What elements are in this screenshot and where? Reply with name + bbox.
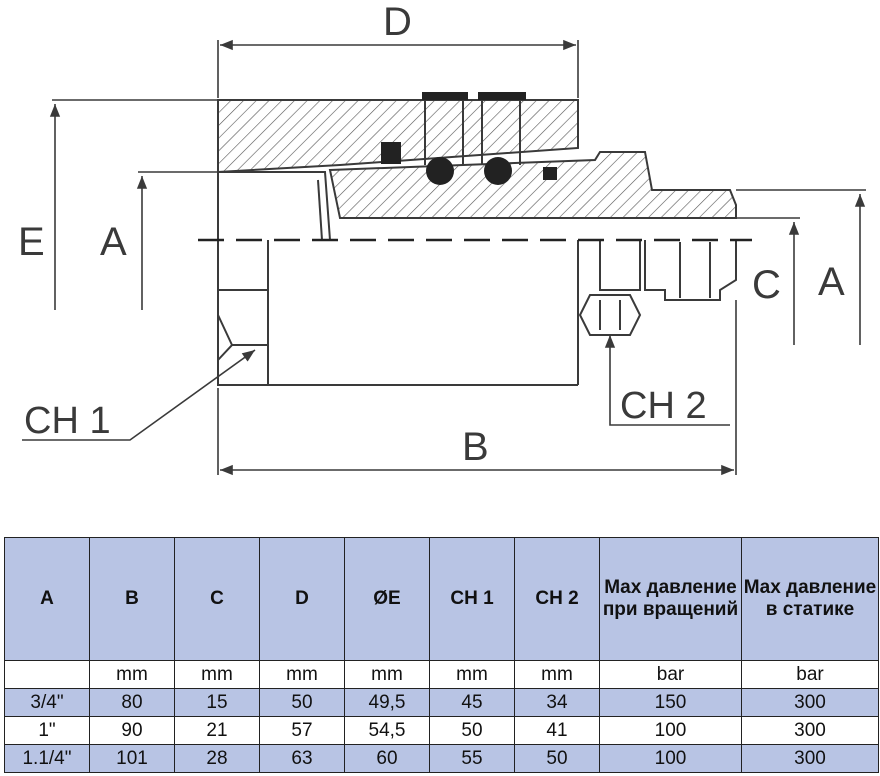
unit-cell: mm: [514, 660, 600, 689]
table-cell: 1": [4, 716, 90, 745]
unit-cell: bar: [741, 660, 879, 689]
header-cell: A: [4, 537, 90, 661]
dimension-lines: [22, 39, 866, 476]
table-cell: 50: [259, 688, 345, 717]
table-cell: 1.1/4": [4, 744, 90, 773]
table-cell: 15: [174, 688, 260, 717]
header-cell: B: [89, 537, 175, 661]
table-cell: 60: [344, 744, 430, 773]
header-cell: ØE: [344, 537, 430, 661]
table-cell: 3/4": [4, 688, 90, 717]
table-cell: 54,5: [344, 716, 430, 745]
table-row: 1.1/4" 101 28 63 60 55 50 100 300: [4, 744, 879, 773]
label-e: E: [18, 220, 45, 264]
table-cell: 300: [741, 688, 879, 717]
table-cell: 45: [429, 688, 515, 717]
header-cell: Max давление в статике: [741, 537, 879, 661]
table-cell: 21: [174, 716, 260, 745]
seals: [381, 92, 557, 185]
table-cell: 100: [599, 716, 742, 745]
table-cell: 300: [741, 716, 879, 745]
label-a-right: A: [818, 260, 845, 304]
unit-cell: mm: [174, 660, 260, 689]
label-ch2: CH 2: [620, 385, 707, 427]
label-c: C: [752, 263, 781, 307]
label-d: D: [383, 0, 412, 44]
table-header-row: A B C D ØE CH 1 CH 2 Max давление при вр…: [4, 537, 879, 661]
header-cell: Max давление при вращений: [599, 537, 742, 661]
table-cell: 101: [89, 744, 175, 773]
housing-section: [217, 99, 737, 386]
unit-cell: mm: [259, 660, 345, 689]
table-cell: 34: [514, 688, 600, 717]
table-cell: 90: [89, 716, 175, 745]
label-ch1: CH 1: [24, 400, 111, 442]
header-cell: C: [174, 537, 260, 661]
header-cell: CH 2: [514, 537, 600, 661]
table-cell: 63: [259, 744, 345, 773]
header-cell: D: [259, 537, 345, 661]
table-cell: 55: [429, 744, 515, 773]
label-b: B: [462, 425, 489, 469]
unit-cell: mm: [89, 660, 175, 689]
table-cell: 150: [599, 688, 742, 717]
unit-cell: mm: [344, 660, 430, 689]
units-row: mm mm mm mm mm mm bar bar: [4, 660, 879, 689]
table-cell: 300: [741, 744, 879, 773]
header-cell: CH 1: [429, 537, 515, 661]
table-cell: 49,5: [344, 688, 430, 717]
table-cell: 28: [174, 744, 260, 773]
unit-cell: [4, 660, 90, 689]
unit-cell: bar: [599, 660, 742, 689]
table-cell: 80: [89, 688, 175, 717]
table-row: 3/4" 80 15 50 49,5 45 34 150 300: [4, 688, 879, 717]
technical-drawing: D E A C A B CH 1 CH 2: [18, 0, 866, 476]
table-cell: 57: [259, 716, 345, 745]
table-cell: 50: [429, 716, 515, 745]
table-cell: 41: [514, 716, 600, 745]
label-a-left: A: [100, 220, 127, 264]
table-cell: 100: [599, 744, 742, 773]
table-row: 1" 90 21 57 54,5 50 41 100 300: [4, 716, 879, 745]
unit-cell: mm: [429, 660, 515, 689]
specification-table: A B C D ØE CH 1 CH 2 Max давление при вр…: [4, 537, 879, 773]
table-cell: 50: [514, 744, 600, 773]
